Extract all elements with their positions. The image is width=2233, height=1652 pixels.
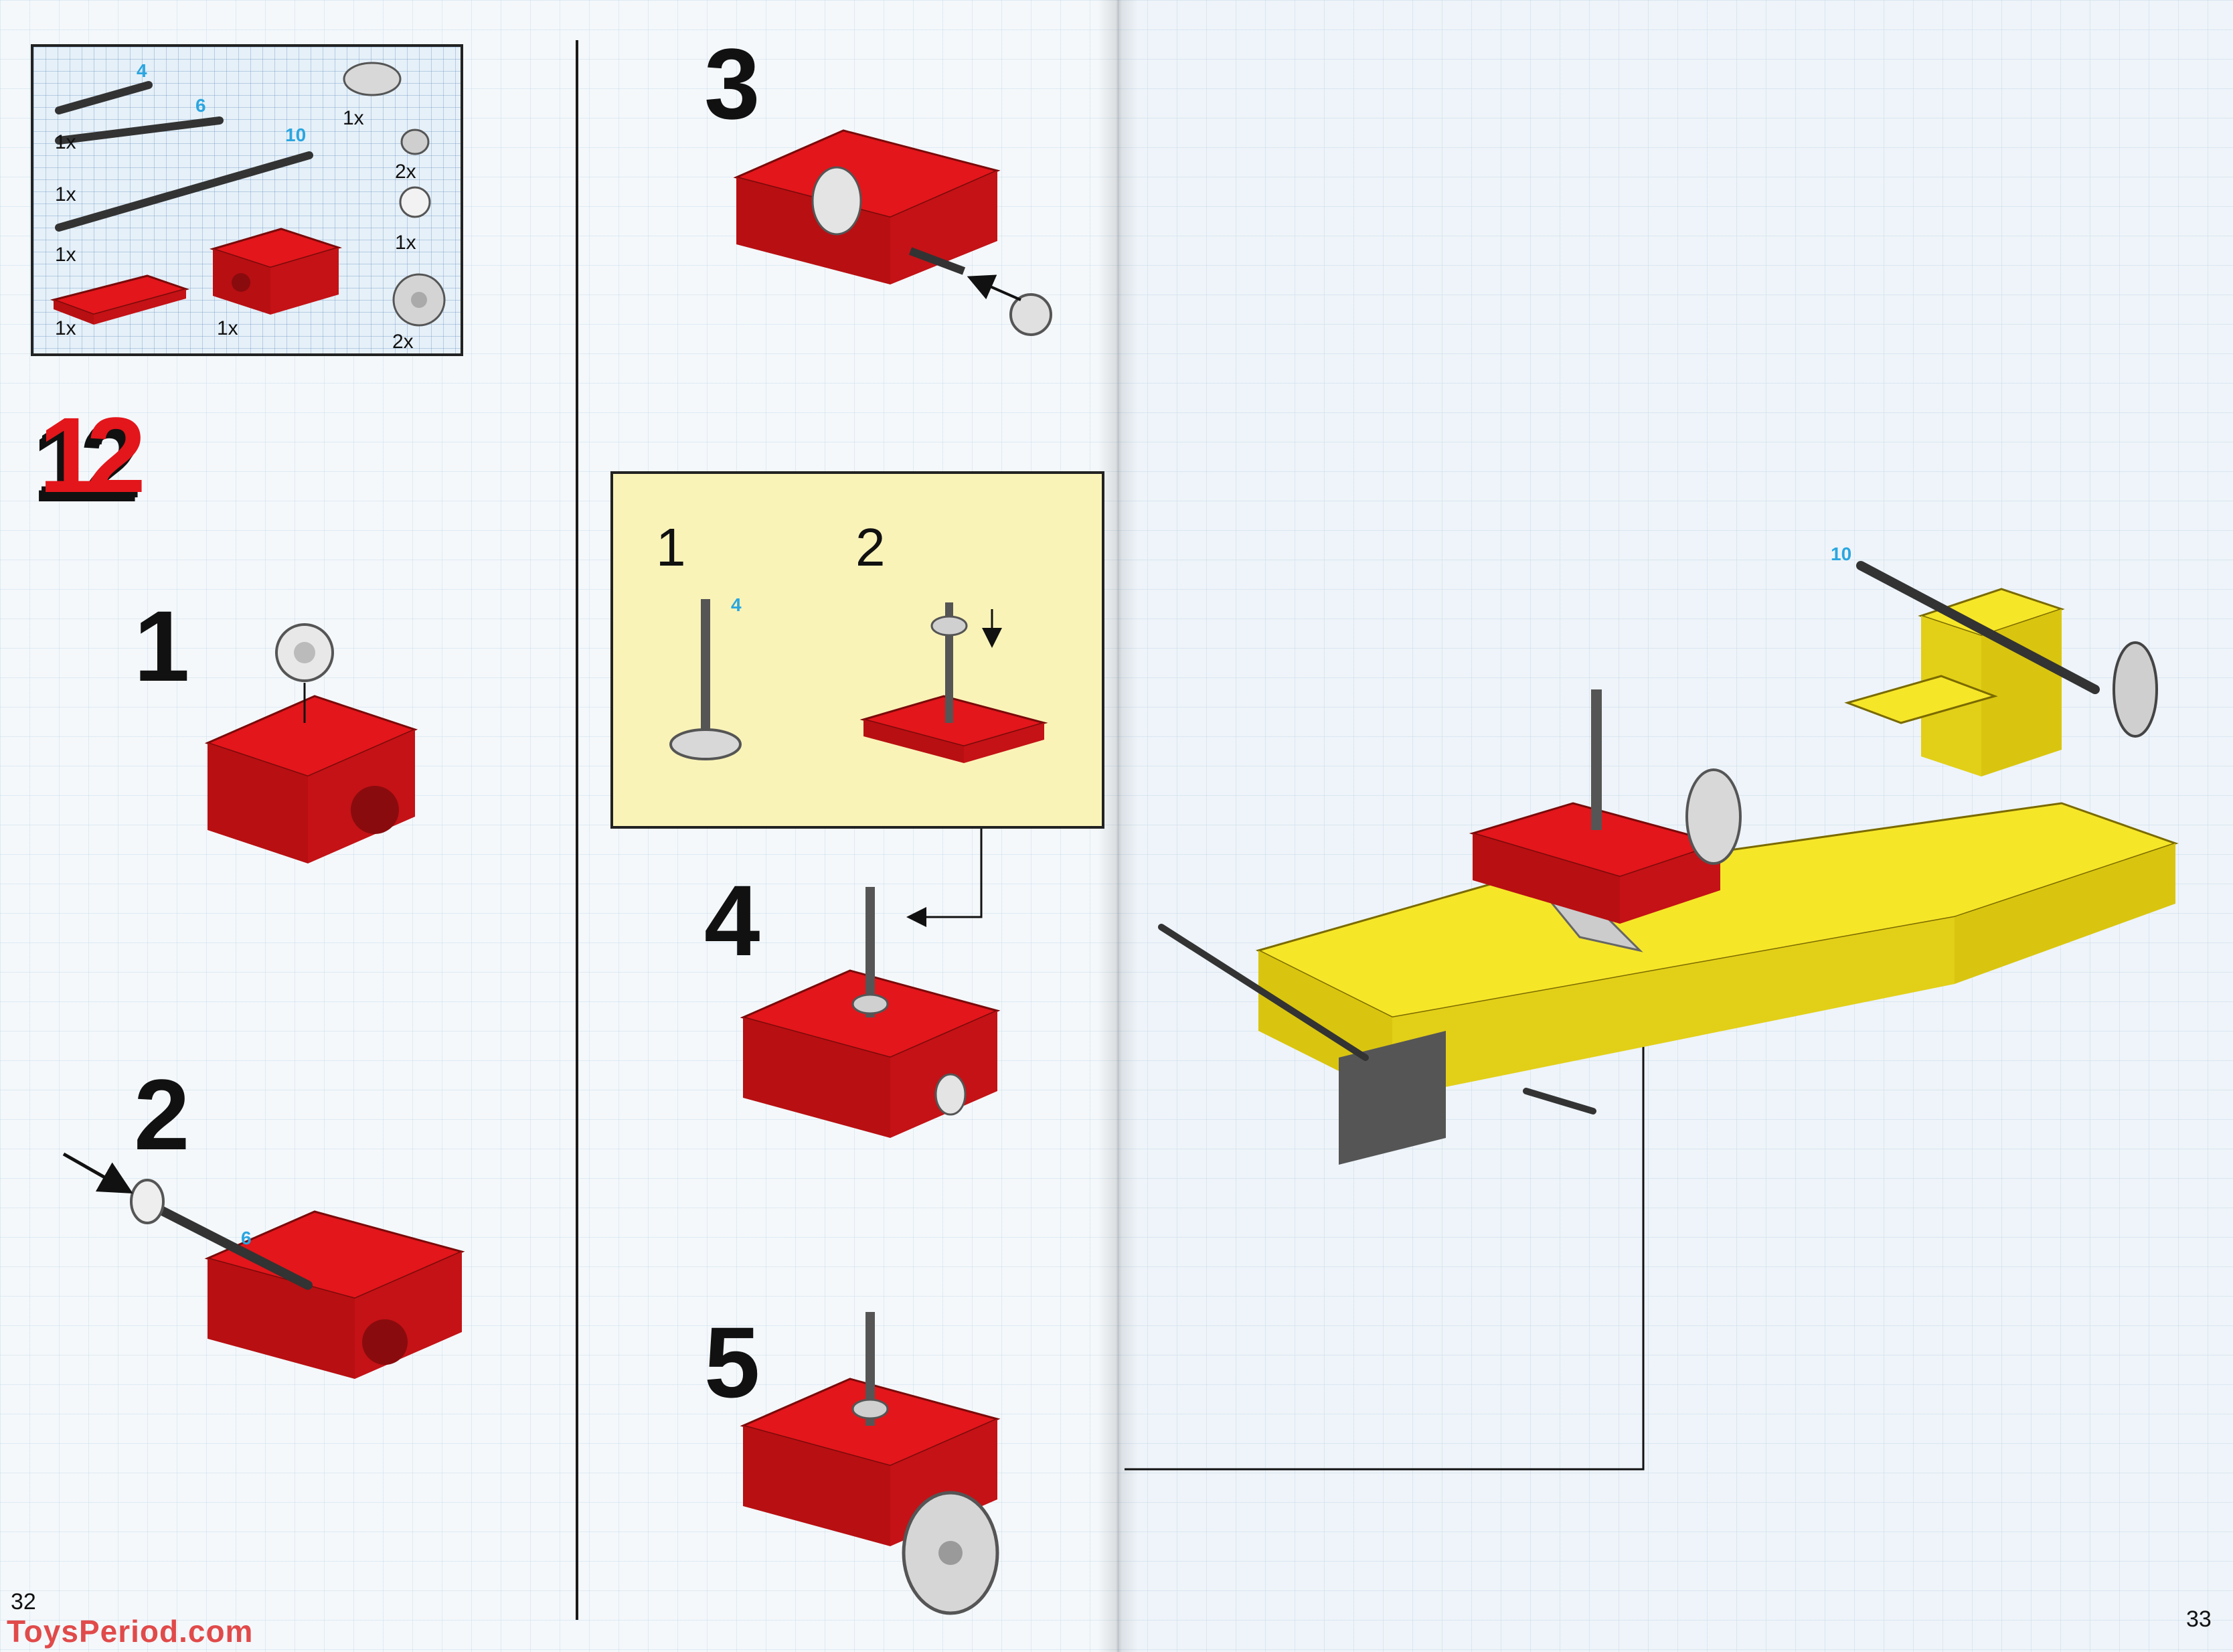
callout-connector-line: [906, 829, 983, 927]
callout-axle-gear: [669, 599, 742, 760]
part-quantity: 1x: [343, 107, 364, 129]
step-number: 3: [704, 27, 760, 140]
right-page-connector-line: [1125, 950, 1653, 1471]
page-number: 32: [11, 1589, 36, 1615]
axle-length-label: 10: [1831, 544, 1852, 564]
step-4-illustration: [740, 887, 1001, 1138]
chassis-model-illustration: [1158, 561, 2179, 1165]
step-2-illustration: [62, 1152, 465, 1379]
part-quantity: 2x: [392, 331, 414, 353]
parts-list-plate: [50, 274, 190, 325]
watermark: ToysPeriod.com: [7, 1614, 254, 1649]
part-quantity: 1x: [217, 317, 238, 339]
callout-sub-step-number: 1: [656, 517, 686, 577]
book-gutter: [1098, 0, 1138, 1652]
step-number: 5: [704, 1306, 760, 1418]
part-quantity: 1x: [55, 131, 76, 153]
main-step-number: 12: [39, 395, 146, 515]
axle-length-label: 4: [137, 60, 147, 81]
axle-length-label: 6: [195, 95, 206, 116]
parts-list-beam-block: [209, 228, 343, 315]
step-3-illustration: [733, 129, 1052, 336]
page-number: 33: [2186, 1606, 2212, 1632]
step-5-illustration: [740, 1312, 1001, 1615]
step-number: 4: [704, 864, 760, 977]
column-divider: [576, 40, 578, 1620]
axle-length-label: 6: [241, 1228, 252, 1248]
step-number: 1: [134, 590, 190, 702]
parts-list-wheels: [343, 62, 446, 327]
callout-plate-assembly: [859, 602, 1048, 763]
step-number: 2: [134, 1058, 190, 1171]
part-quantity: 1x: [55, 183, 76, 205]
part-quantity: 1x: [395, 232, 416, 254]
parts-list-axles: [55, 81, 313, 232]
part-quantity: 2x: [395, 161, 416, 183]
axle-length-label: 4: [731, 594, 742, 615]
part-quantity: 1x: [55, 244, 76, 266]
step-1-illustration: [204, 623, 418, 863]
part-quantity: 1x: [55, 317, 76, 339]
callout-sub-step-number: 2: [855, 517, 886, 577]
sub-assembly-callout: [610, 471, 1104, 829]
axle-length-label: 10: [285, 125, 307, 145]
